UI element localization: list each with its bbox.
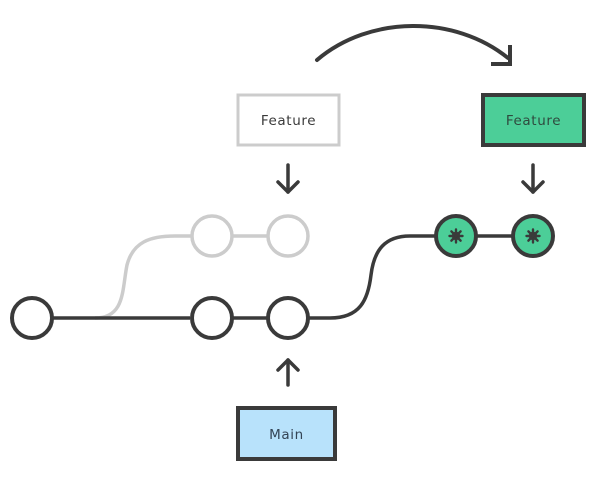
arrow-down-icon [276,163,300,194]
asterisk-icon [448,228,464,244]
commit-main-3 [266,296,310,340]
commit-main-2 [190,296,234,340]
main-branch-line [53,234,512,320]
main-label-text: Main [269,427,304,443]
main-label: Main [236,406,337,461]
asterisk-spoke [531,230,539,238]
commit-old-feature-2 [266,214,310,258]
new-feature-label-text: Feature [506,113,561,129]
old-feature-label-text: Feature [261,113,316,129]
commit-old-feature-1 [190,214,234,258]
old-feature-branch [94,234,267,320]
asterisk-icon [525,228,541,244]
new-feature-label: Feature [481,93,586,147]
arrow-up-icon [276,358,300,387]
commit-rebased-2 [511,214,555,258]
old-feature-label: Feature [236,93,341,147]
asterisk-spoke [454,230,462,238]
arrow-down-icon [521,163,545,194]
commit-main-1 [10,296,54,340]
commit-rebased-1 [434,214,478,258]
curved-arrow-right-icon [315,24,512,66]
